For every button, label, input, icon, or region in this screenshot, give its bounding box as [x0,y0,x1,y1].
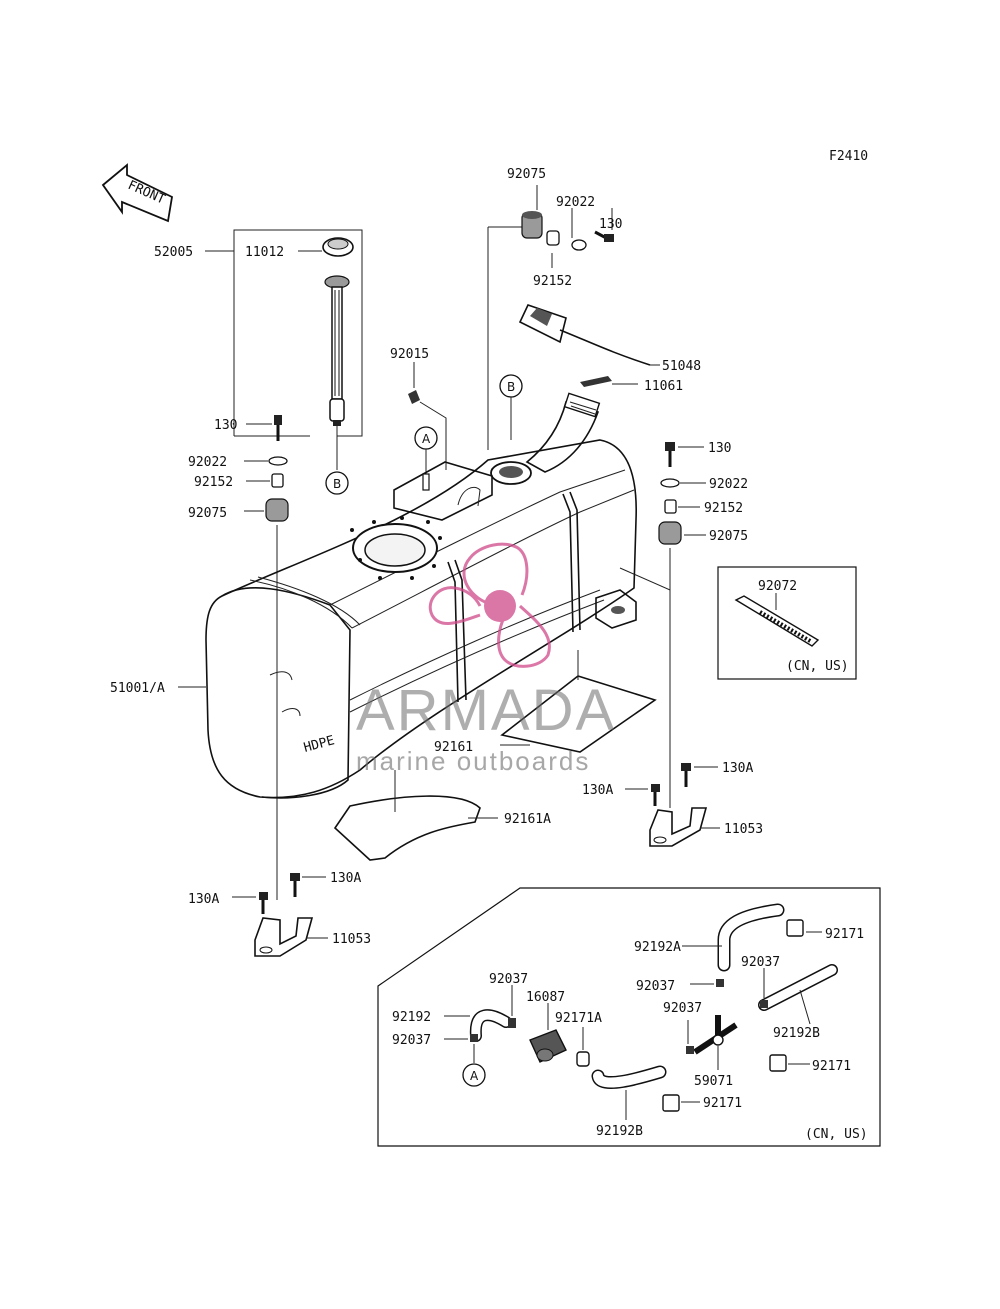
watermark-logo [428,542,551,668]
fuel-strap-and-gasket [518,304,660,387]
callout-92072: 92072 [758,579,797,594]
inset-region-note: (CN, US) [786,659,849,674]
left-mount-hardware [244,415,289,900]
hose-parts [444,903,838,1120]
callout-130-right: 130 [708,441,731,456]
callout-11053-l: 11053 [332,932,371,947]
callout-92022-top: 92022 [556,195,595,210]
hose-assembly-box [377,887,881,1147]
callout-92037-b: 92037 [741,955,780,970]
callout-92192: 92192 [392,1010,431,1025]
ref-marker-a-top: A [414,426,438,476]
callout-92037-c: 92037 [489,972,528,987]
ref-marker-b-top: B [499,374,523,440]
callout-51048: 51048 [662,359,701,374]
callout-130a-l2: 130A [188,892,219,907]
watermark-brand: ARMADA [356,678,616,743]
callout-92015: 92015 [390,347,429,362]
callout-92075-right: 92075 [709,529,748,544]
callout-92171-3: 92171 [703,1096,742,1111]
pad-92161a [333,770,498,861]
top-mount-hardware [487,185,614,450]
svg-text:A: A [470,1069,479,1083]
callout-130-left: 130 [214,418,237,433]
callout-92161a: 92161A [504,812,551,827]
callout-16087: 16087 [526,990,565,1005]
svg-text:HDPE: HDPE [302,733,336,756]
front-arrow-icon: FRONT [101,163,173,223]
callout-11012: 11012 [245,245,284,260]
callout-92022-right: 92022 [709,477,748,492]
callout-92171-2: 92171 [812,1059,851,1074]
svg-text:B: B [507,380,515,394]
callout-130-top: 130 [599,217,622,232]
watermark-tagline: marine outboards [356,746,590,776]
callout-59071: 59071 [694,1074,733,1089]
fuel-tank-body: HDPE [205,392,637,799]
callout-92037-d: 92037 [392,1033,431,1048]
diagram-code: F2410 [829,149,868,164]
callout-92192b-right: 92192B [773,1026,820,1041]
callout-130a-l1: 130A [330,871,361,886]
pad-92161 [500,650,657,753]
hose-region-note: (CN, US) [805,1127,868,1142]
bolt-92015 [408,390,447,470]
callout-92022-left: 92022 [188,455,227,470]
propeller-icon [428,542,551,668]
callout-92152-left: 92152 [194,475,233,490]
callout-92152-right: 92152 [704,501,743,516]
callout-92192b-bottom: 92192B [596,1124,643,1139]
callout-51001a: 51001/A [110,681,165,696]
right-mount-hardware [619,442,706,591]
callout-11061: 11061 [644,379,683,394]
fuel-gauge-assembly [205,229,363,470]
callout-11053-r: 11053 [724,822,763,837]
svg-text:B: B [333,477,341,491]
callout-130a-r1: 130A [722,761,753,776]
svg-text:A: A [422,432,431,446]
callout-92075-top: 92075 [507,167,546,182]
callout-92192a: 92192A [634,940,681,955]
callout-92171-1: 92171 [825,927,864,942]
ref-marker-b-left: B [325,471,349,495]
callout-52005: 52005 [154,245,193,260]
callout-92152-top: 92152 [533,274,572,289]
callout-92037-e: 92037 [663,1001,702,1016]
callout-92161: 92161 [434,740,473,755]
inset-92072 [717,566,857,680]
left-bracket-11053 [232,873,328,957]
callout-92171a: 92171A [555,1011,602,1026]
callout-130a-r2: 130A [582,783,613,798]
callout-92075-left: 92075 [188,506,227,521]
callout-92037-a: 92037 [636,979,675,994]
ref-marker-a-bottom: A [462,1063,486,1087]
right-bracket-11053 [625,590,720,847]
